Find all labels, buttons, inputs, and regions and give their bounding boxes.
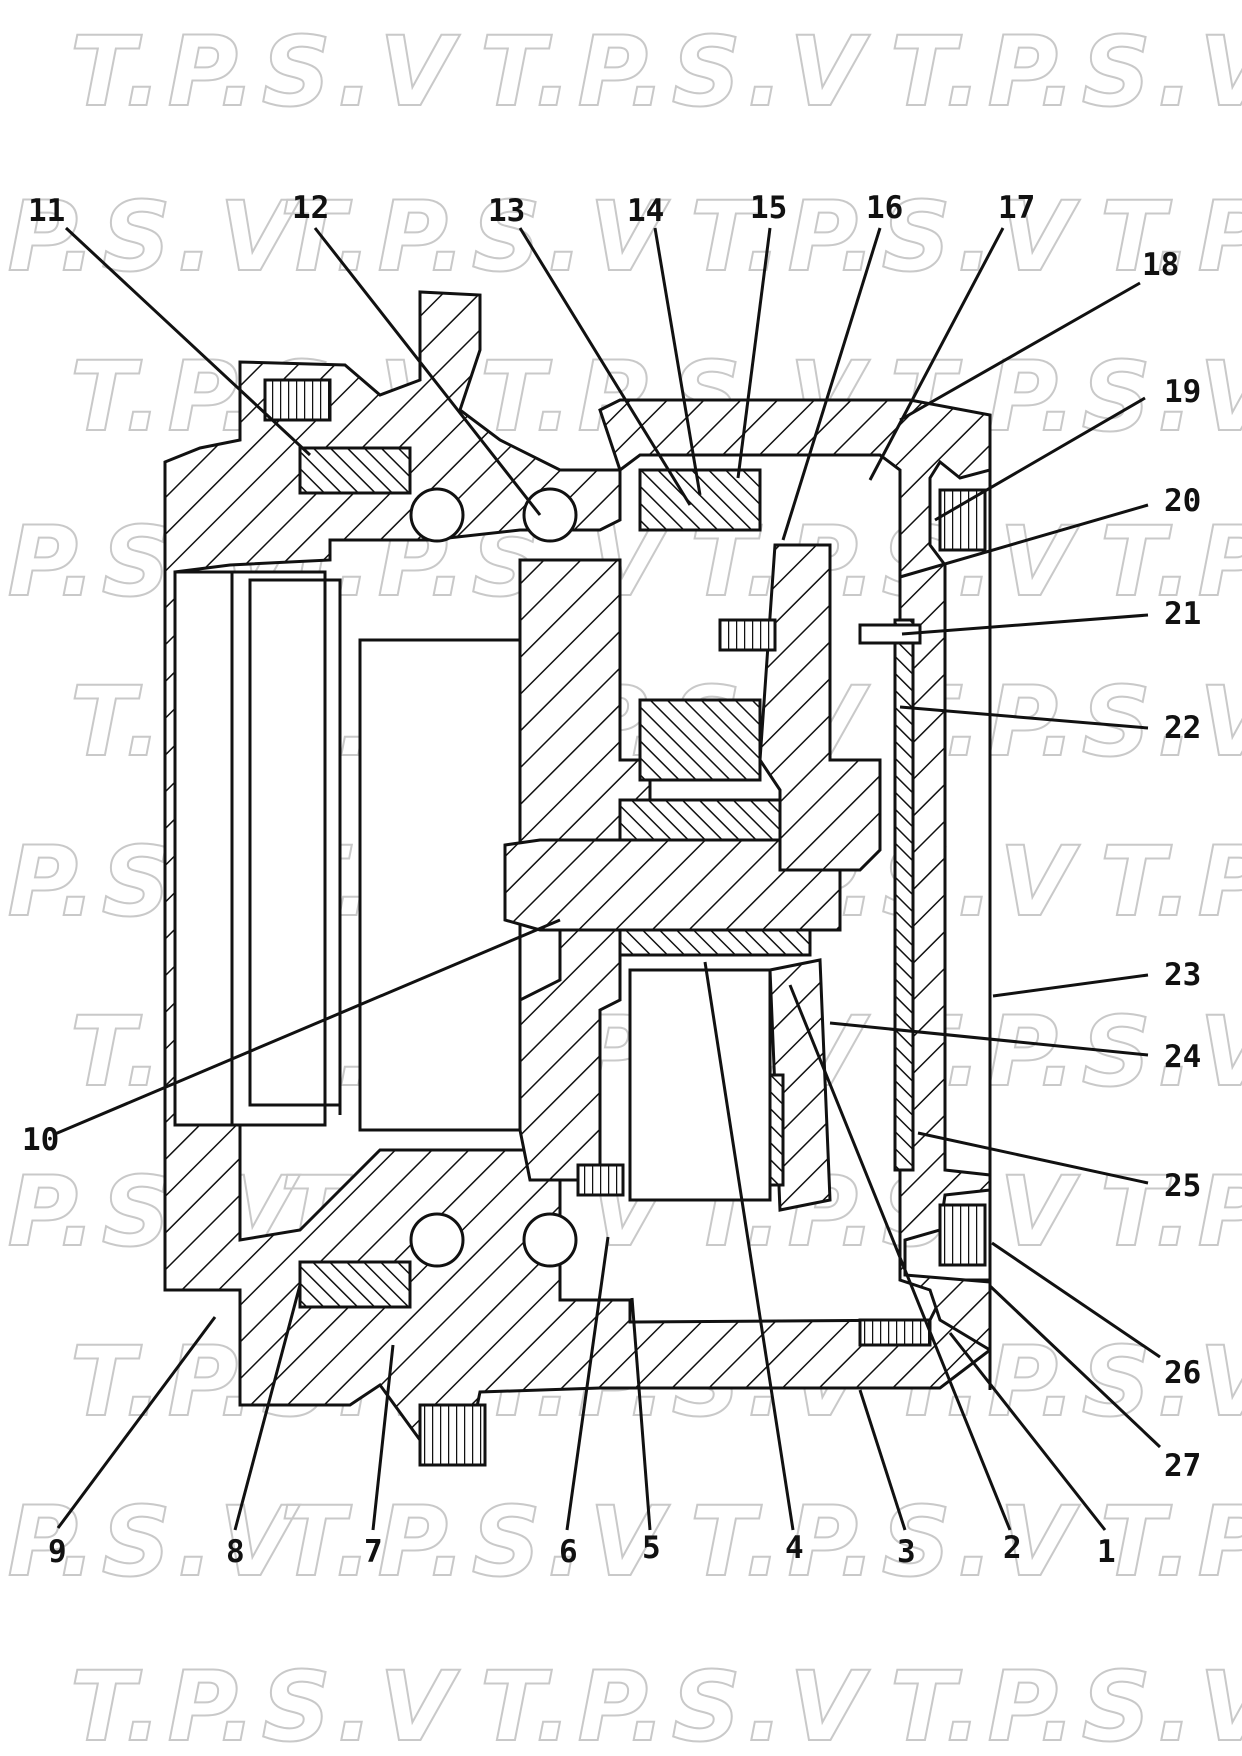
watermark-text: T.P.S.V bbox=[1100, 826, 1242, 938]
callout-27: 27 bbox=[1164, 1448, 1201, 1484]
watermark-text: T.P.S.V bbox=[1100, 1156, 1242, 1268]
callout-9: 9 bbox=[48, 1534, 67, 1570]
callout-12: 12 bbox=[292, 190, 329, 226]
leader-6 bbox=[565, 1236, 610, 1531]
watermark-text: T.P.S.V bbox=[890, 16, 1242, 128]
callout-7: 7 bbox=[364, 1534, 383, 1570]
leader-18 bbox=[899, 281, 1141, 422]
leader-2 bbox=[788, 984, 1012, 1531]
leader-3 bbox=[858, 1389, 907, 1531]
callout-20: 20 bbox=[1164, 483, 1201, 519]
bearings bbox=[298, 446, 578, 1309]
watermark-text: T.P.S.V bbox=[70, 16, 460, 128]
planet-gear-mid bbox=[638, 698, 762, 782]
ring-gear-lower bbox=[618, 928, 812, 957]
callout-5: 5 bbox=[642, 1530, 661, 1566]
callout-25: 25 bbox=[1164, 1168, 1201, 1204]
leader-24 bbox=[829, 1021, 1149, 1057]
inner-chamber bbox=[358, 638, 522, 1132]
leader-22 bbox=[899, 705, 1149, 730]
brake-chamber bbox=[628, 968, 772, 1202]
callout-18: 18 bbox=[1142, 247, 1179, 283]
leader-19 bbox=[934, 396, 1146, 522]
leader-27 bbox=[988, 1284, 1162, 1449]
valve-plate bbox=[893, 618, 915, 1172]
callout-3: 3 bbox=[897, 1534, 916, 1570]
callout-19: 19 bbox=[1164, 374, 1201, 410]
leader-15 bbox=[736, 227, 772, 479]
leader-9 bbox=[56, 1316, 217, 1529]
leader-21 bbox=[901, 613, 1149, 636]
leader-20 bbox=[899, 503, 1149, 579]
watermark-text: T.P.S.V bbox=[890, 1651, 1242, 1756]
watermark-text: T.P.S.V bbox=[0, 181, 300, 293]
leader-7 bbox=[371, 1344, 395, 1531]
watermark-text: T.P.S.V bbox=[480, 1651, 870, 1756]
watermark-text: T.P.S.V bbox=[70, 1651, 460, 1756]
leader-17 bbox=[868, 227, 1005, 481]
leader-1 bbox=[948, 1332, 1107, 1531]
watermark-text: T.P.S.V bbox=[480, 16, 870, 128]
watermark-text: T.P.S.V bbox=[280, 1486, 670, 1598]
callout-6: 6 bbox=[559, 1534, 578, 1570]
callout-23: 23 bbox=[1164, 957, 1201, 993]
callout-22: 22 bbox=[1164, 710, 1201, 746]
leader-14 bbox=[653, 227, 702, 496]
callout-21: 21 bbox=[1164, 596, 1201, 632]
watermark-text: T.P.S.V bbox=[690, 181, 1080, 293]
leader-13 bbox=[518, 227, 692, 506]
callout-24: 24 bbox=[1164, 1039, 1201, 1075]
callout-13: 13 bbox=[488, 193, 525, 229]
watermark-text: T.P.S.V bbox=[690, 1486, 1080, 1598]
callout-4: 4 bbox=[785, 1530, 804, 1566]
leader-12 bbox=[313, 227, 542, 516]
watermark-text: T.P.S.V bbox=[0, 1486, 300, 1598]
watermark-text: T.P.S.V bbox=[1100, 181, 1242, 293]
leader-25 bbox=[917, 1131, 1149, 1185]
leader-10 bbox=[54, 918, 561, 1136]
callout-labels: 11 12 13 14 15 16 17 18 19 20 21 22 23 2… bbox=[22, 190, 1201, 1570]
leader-11 bbox=[64, 226, 312, 457]
swash-plate bbox=[758, 543, 882, 872]
leader-8 bbox=[233, 1284, 302, 1531]
callout-11: 11 bbox=[28, 193, 65, 229]
leader-4 bbox=[703, 961, 795, 1531]
leader-16 bbox=[781, 227, 882, 541]
callout-16: 16 bbox=[866, 190, 903, 226]
watermark-text: T.P.S.V bbox=[890, 996, 1242, 1108]
leader-26 bbox=[991, 1241, 1161, 1359]
leader-23 bbox=[992, 973, 1149, 998]
callout-1: 1 bbox=[1097, 1534, 1116, 1570]
callout-15: 15 bbox=[750, 190, 787, 226]
planet-gear-upper bbox=[638, 468, 762, 532]
watermark-text: T.P.S.V bbox=[1100, 1486, 1242, 1598]
output-shaft bbox=[503, 838, 842, 932]
callout-leaders bbox=[54, 226, 1162, 1531]
callout-8: 8 bbox=[226, 1534, 245, 1570]
fasteners bbox=[263, 378, 987, 1467]
motor-section-drawing bbox=[163, 290, 992, 1467]
watermark-text: T.P.S.V bbox=[1100, 506, 1242, 618]
watermark-text: T.P.S.V bbox=[280, 181, 670, 293]
callout-26: 26 bbox=[1164, 1355, 1201, 1391]
callout-2: 2 bbox=[1003, 1530, 1022, 1566]
callout-10: 10 bbox=[22, 1122, 59, 1158]
callout-14: 14 bbox=[627, 193, 664, 229]
callout-17: 17 bbox=[998, 190, 1035, 226]
leader-5 bbox=[630, 1297, 652, 1531]
